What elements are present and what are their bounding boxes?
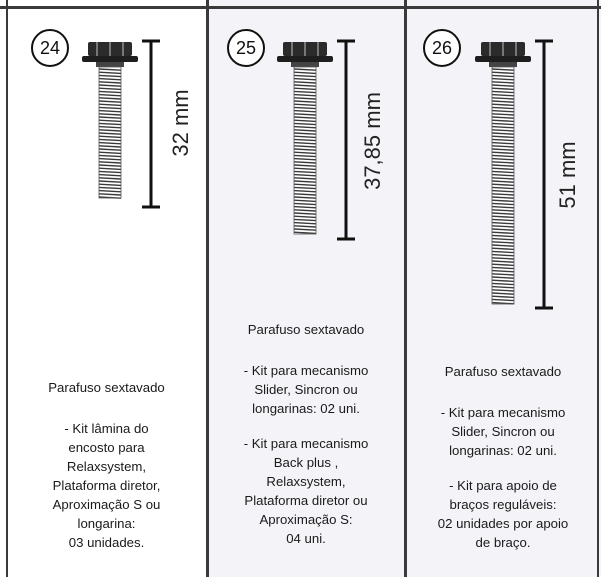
hex-screw-icon xyxy=(277,39,355,241)
description-group: - Kit lâmina do encosto para Relaxsystem… xyxy=(14,419,199,552)
description-title: Parafuso sextavado xyxy=(48,380,165,395)
left-border xyxy=(6,0,8,577)
description-line: Slider, Sincron ou xyxy=(254,382,358,397)
description-group: - Kit para mecanismo Slider, Sincron ou … xyxy=(210,361,402,418)
right-border xyxy=(597,0,599,577)
dimension-label: 32 mm xyxy=(168,89,193,157)
description-line: 02 unidades por apoio xyxy=(437,516,569,531)
description-24: Parafuso sextavado - Kit lâmina do encos… xyxy=(14,378,199,568)
top-border xyxy=(0,6,601,9)
description-line: Back plus , xyxy=(273,455,339,470)
item-number-badge: 25 xyxy=(227,29,265,67)
description-line: Plataforma diretor, xyxy=(52,478,161,493)
description-line: encosto para xyxy=(68,440,145,455)
description-line: longarina: xyxy=(77,516,136,531)
description-line: Aproximação S ou xyxy=(52,497,161,512)
description-group: - Kit para mecanismo Back plus , Relaxsy… xyxy=(210,434,402,548)
description-line: de braço. xyxy=(475,535,531,550)
description-line: 03 unidades. xyxy=(68,535,145,550)
description-26: Parafuso sextavado - Kit para mecanismo … xyxy=(408,362,598,568)
description-line: - Kit lâmina do xyxy=(64,421,149,436)
dimension-label: 51 mm xyxy=(555,141,580,209)
item-number-badge: 24 xyxy=(31,29,69,67)
description-line: - Kit para mecanismo xyxy=(243,436,369,451)
description-title: Parafuso sextavado xyxy=(247,322,365,337)
description-25: Parafuso sextavado - Kit para mecanismo … xyxy=(210,320,402,564)
description-line: braços reguláveis: xyxy=(449,497,557,512)
description-line: Relaxsystem, xyxy=(66,459,147,474)
hex-screw-icon xyxy=(82,39,160,209)
description-line: Aproximação S: xyxy=(259,512,353,527)
description-line: longarinas: 02 uni. xyxy=(449,443,557,458)
hex-screw-icon xyxy=(475,39,553,310)
description-line: longarinas: 02 uni. xyxy=(252,401,360,416)
divider-1 xyxy=(206,0,209,577)
divider-2 xyxy=(404,0,407,577)
description-line: - Kit para mecanismo xyxy=(243,363,369,378)
description-line: 04 uni. xyxy=(286,531,326,546)
description-line: - Kit para mecanismo xyxy=(440,405,566,420)
description-line: Slider, Sincron ou xyxy=(451,424,555,439)
description-group: - Kit para mecanismo Slider, Sincron ou … xyxy=(408,403,598,460)
item-number-badge: 26 xyxy=(423,29,461,67)
description-title: Parafuso sextavado xyxy=(444,364,562,379)
description-line: Relaxsystem, xyxy=(266,474,346,489)
description-line: Plataforma diretor ou xyxy=(244,493,368,508)
dimension-label: 37,85 mm xyxy=(360,92,385,190)
description-group: - Kit para apoio de braços reguláveis: 0… xyxy=(408,476,598,552)
description-line: - Kit para apoio de xyxy=(449,478,557,493)
